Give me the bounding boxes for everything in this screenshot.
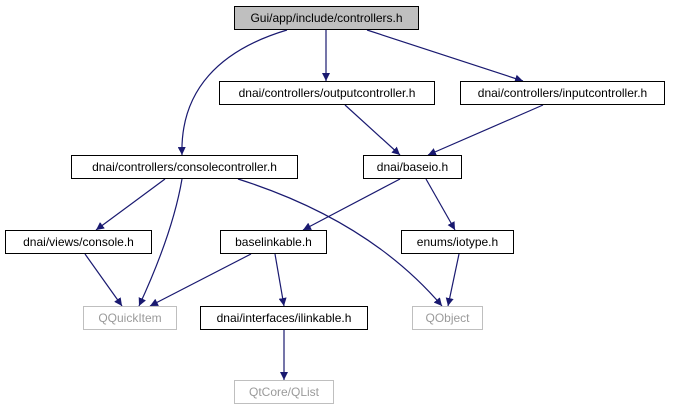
node-root-controllers-h[interactable]: Gui/app/include/controllers.h <box>234 6 419 30</box>
node-outputcontroller-h[interactable]: dnai/controllers/outputcontroller.h <box>219 81 435 105</box>
node-qobject: QObject <box>412 306 483 330</box>
node-inputcontroller-h[interactable]: dnai/controllers/inputcontroller.h <box>460 81 665 105</box>
edge-consolecontroller-to-qobject <box>237 178 443 307</box>
edge-consolecontroller-to-console <box>95 178 166 231</box>
edge-outputcontroller-to-baseio <box>344 104 401 156</box>
node-ilinkable-h[interactable]: dnai/interfaces/ilinkable.h <box>200 306 368 330</box>
edge-baselinkable-to-qquickitem <box>149 253 252 307</box>
edge-consolecontroller-to-qquickitem <box>138 178 183 307</box>
edge-root-to-inputcontroller <box>366 29 524 83</box>
edge-baseio-to-baselinkable <box>302 178 401 231</box>
node-baseio-h[interactable]: dnai/baseio.h <box>363 155 462 179</box>
node-consolecontroller-h[interactable]: dnai/controllers/consolecontroller.h <box>71 155 298 179</box>
node-qlist: QtCore/QList <box>234 380 334 404</box>
edge-baselinkable-to-ilinkable <box>274 253 287 307</box>
edge-baseio-to-iotype <box>425 178 456 231</box>
node-iotype-h[interactable]: enums/iotype.h <box>401 230 514 254</box>
edge-iotype-to-qobject <box>445 253 460 307</box>
node-qquickitem: QQuickItem <box>83 306 177 330</box>
node-baselinkable-h[interactable]: baselinkable.h <box>220 230 327 254</box>
node-console-h[interactable]: dnai/views/console.h <box>5 230 152 254</box>
edge-console-to-qquickitem <box>84 253 123 307</box>
edge-root-to-consolecontroller <box>177 29 288 156</box>
edge-inputcontroller-to-baseio <box>427 104 544 156</box>
